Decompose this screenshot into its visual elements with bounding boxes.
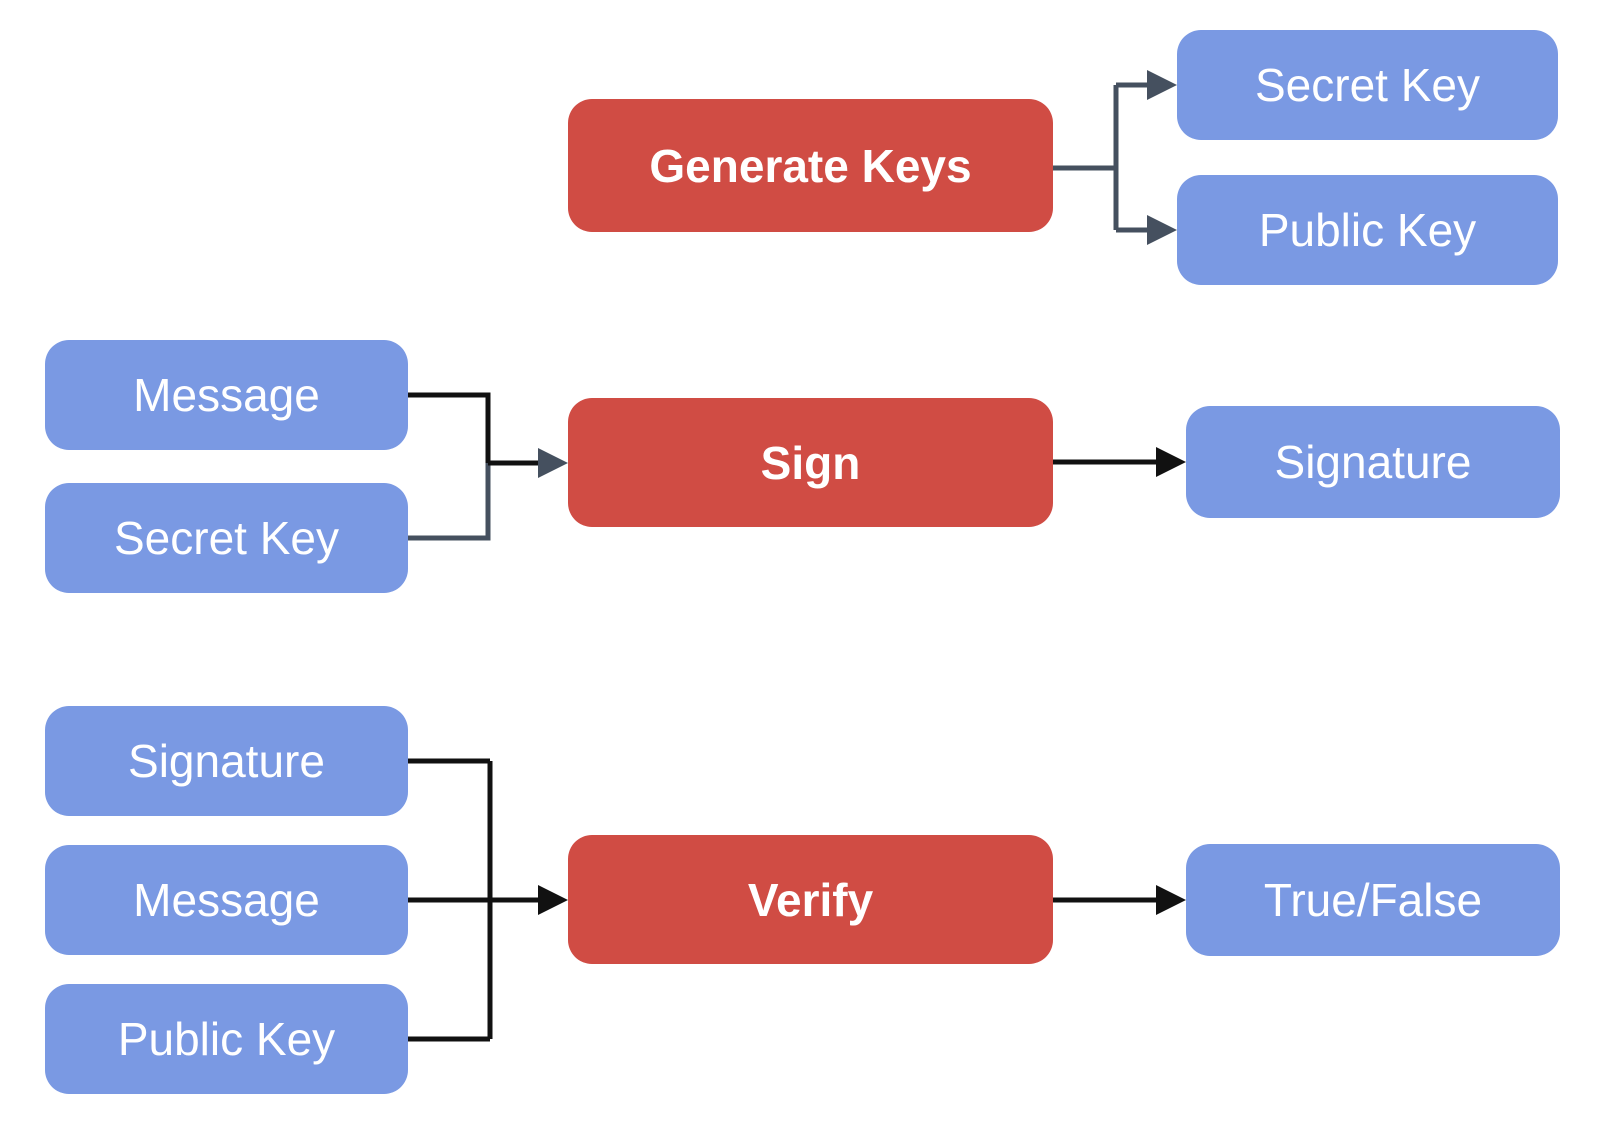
message-input-verify-node: Message xyxy=(45,845,408,955)
connector-secret-key-to-sign xyxy=(408,463,491,541)
verify-node: Verify xyxy=(568,835,1053,964)
generate-keys-node: Generate Keys xyxy=(568,99,1053,232)
secret-key-output-node: Secret Key xyxy=(1177,30,1558,140)
arrowhead-to-public-key-output xyxy=(1147,215,1177,245)
connector-generate-keys-fork xyxy=(1053,82,1152,233)
signature-input-verify-node: Signature xyxy=(45,706,408,816)
public-key-input-verify-node: Public Key xyxy=(45,984,408,1094)
arrowhead-to-true-false xyxy=(1156,885,1186,915)
true-false-output-node: True/False xyxy=(1186,844,1560,956)
secret-key-input-sign-node: Secret Key xyxy=(45,483,408,593)
sign-node: Sign xyxy=(568,398,1053,527)
connector-inputs-to-verify xyxy=(408,758,542,1042)
arrowhead-to-secret-key-output xyxy=(1147,70,1177,100)
arrowhead-to-signature-output xyxy=(1156,447,1186,477)
signature-output-node: Signature xyxy=(1186,406,1560,518)
arrowhead-to-verify xyxy=(538,885,568,915)
connector-message-to-sign xyxy=(408,392,491,463)
public-key-output-node: Public Key xyxy=(1177,175,1558,285)
message-input-sign-node: Message xyxy=(45,340,408,450)
arrowhead-to-sign xyxy=(538,448,568,478)
